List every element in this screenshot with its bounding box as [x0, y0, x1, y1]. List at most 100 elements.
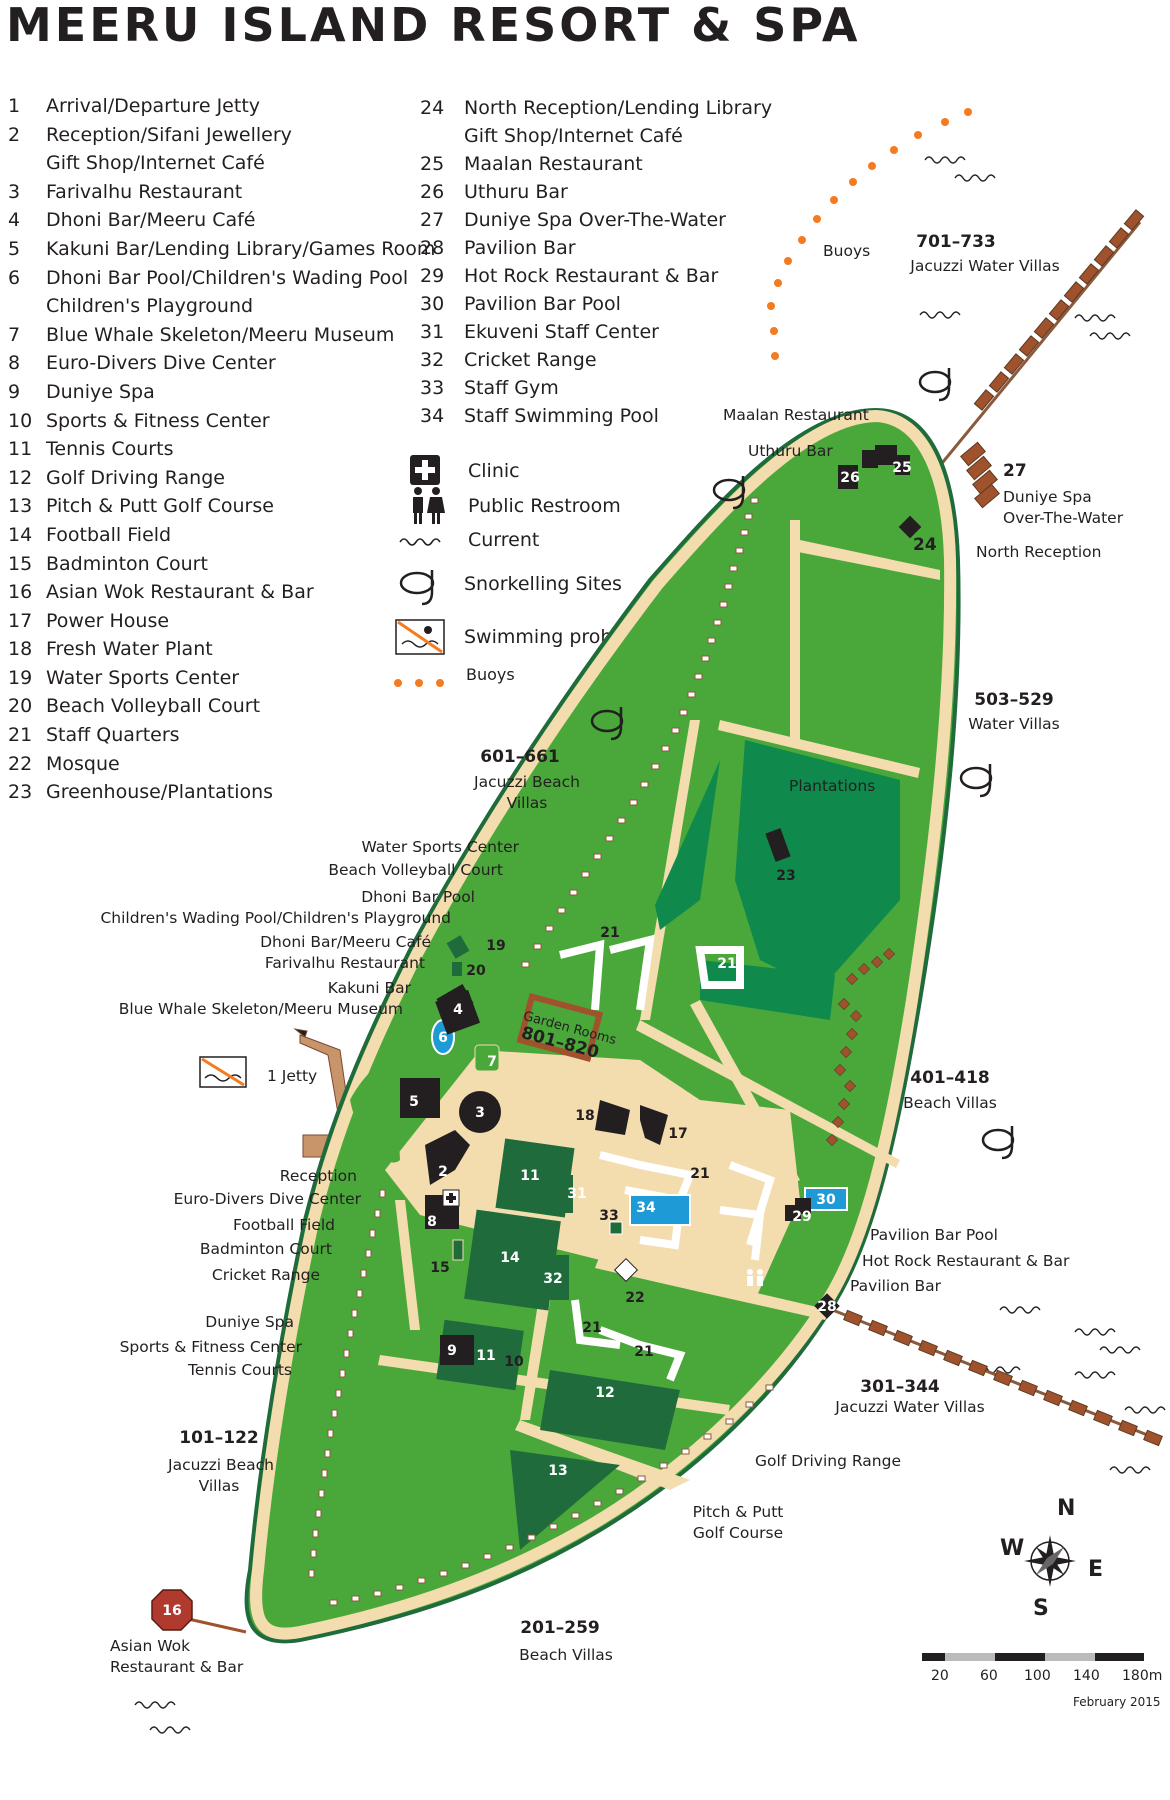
marker-3: 3 — [475, 1105, 485, 1121]
label-pitch-putt-1: Pitch & Putt — [692, 1503, 784, 1521]
legend-text: Hot Rock Restaurant & Bar — [464, 265, 719, 287]
legend-number: 25 — [420, 153, 445, 175]
legend-text: Asian Wok Restaurant & Bar — [46, 581, 314, 604]
label-buoys: Buoys — [823, 242, 871, 260]
scale-tick-4: 140 — [1073, 1668, 1100, 1684]
label-north-reception: North Reception — [976, 543, 1102, 561]
label-601-number: 601–661 — [480, 747, 560, 767]
legend-text: Pavilion Bar Pool — [464, 293, 621, 315]
legend-text: Pavilion Bar — [464, 237, 576, 259]
label-101-text-2: Villas — [198, 1477, 240, 1495]
legend-number: 14 — [8, 523, 33, 546]
label-beach-volleyball: Beach Volleyball Court — [328, 861, 503, 879]
marker-5: 5 — [409, 1094, 419, 1110]
label-601-text-1: Jacuzzi Beach — [474, 773, 580, 791]
legend-number: 7 — [8, 323, 21, 346]
label-701-text: Jacuzzi Water Villas — [910, 257, 1060, 275]
scale-tick-3: 100 — [1024, 1668, 1051, 1684]
legend-text: Beach Volleyball Court — [46, 695, 261, 718]
marker-21c: 21 — [690, 1166, 709, 1182]
legend-text: Dhoni Bar/Meeru Café — [46, 209, 256, 232]
legend-text: Staff Gym — [464, 377, 559, 399]
legend-item: 24 North Reception/Lending Library — [420, 94, 772, 122]
legend-number: 28 — [420, 237, 445, 259]
marker-25: 25 — [892, 460, 911, 476]
legend-number: 21 — [8, 724, 33, 747]
legend-number: 3 — [8, 180, 21, 203]
legend-text: Euro-Divers Dive Center — [46, 352, 276, 375]
label-dhoni-bar-pool: Dhoni Bar Pool — [361, 888, 475, 906]
label-503-text: Water Villas — [968, 715, 1060, 733]
legend-item: 28 Pavilion Bar — [420, 234, 772, 262]
legend-text: Children's Playground — [46, 295, 254, 318]
legend-item: Children's Playground — [8, 292, 435, 321]
marker-32: 32 — [543, 1271, 562, 1287]
marker-7: 7 — [487, 1054, 497, 1070]
label-701-number: 701–733 — [916, 232, 996, 252]
scale-bar — [922, 1653, 1144, 1661]
buoys-icon — [394, 679, 444, 687]
legend-text: Staff Swimming Pool — [464, 405, 659, 427]
marker-15: 15 — [430, 1260, 449, 1276]
label-pitch-putt-2: Golf Course — [692, 1524, 784, 1542]
marker-6: 6 — [438, 1030, 448, 1046]
marker-17: 17 — [668, 1126, 687, 1142]
map-restroom-icons — [747, 1269, 763, 1286]
key-buoys: Buoys — [466, 665, 515, 684]
label-503-number: 503–529 — [974, 690, 1054, 710]
current-icon — [399, 538, 441, 546]
label-maalan: Maalan Restaurant — [723, 406, 869, 424]
marker-16-shape — [151, 1589, 193, 1631]
legend-text: North Reception/Lending Library — [464, 97, 773, 119]
beach-villa-rows — [308, 497, 774, 1606]
marker-33: 33 — [599, 1208, 618, 1224]
pier-301 — [824, 1305, 1163, 1447]
label-asian-wok-1: Asian Wok — [110, 1637, 191, 1655]
legend-number: 18 — [8, 638, 33, 661]
marker-10: 10 — [504, 1354, 524, 1370]
marker-22: 22 — [625, 1290, 644, 1306]
marker-30: 30 — [816, 1192, 836, 1208]
marker-18: 18 — [575, 1108, 594, 1124]
legend-number: 13 — [8, 495, 33, 518]
pier-701 — [918, 209, 1145, 491]
compass-s: S — [1033, 1596, 1049, 1621]
label-201-number: 201–259 — [520, 1618, 600, 1638]
label-farivalhu: Farivalhu Restaurant — [264, 954, 425, 972]
label-water-sports: Water Sports Center — [361, 838, 519, 856]
key-clinic: Clinic — [468, 460, 520, 482]
map-title: MEERU ISLAND RESORT & SPA — [6, 0, 861, 52]
marker-16: 16 — [162, 1603, 181, 1619]
label-plantations: Plantations — [789, 777, 876, 795]
swimming-prohibited-icon — [395, 619, 445, 655]
marker-21b: 21 — [717, 956, 736, 972]
current-marks — [134, 156, 1166, 1734]
marker-23: 23 — [776, 868, 795, 884]
legend-number: 24 — [420, 97, 445, 119]
legend-number: 23 — [8, 781, 33, 804]
clinic-icon — [410, 455, 440, 485]
label-sports-fitness: Sports & Fitness Center — [119, 1338, 302, 1356]
label-childrens-pool: Children's Wading Pool/Children's Playgr… — [100, 909, 451, 927]
label-euro-divers: Euro-Divers Dive Center — [173, 1190, 361, 1208]
marker-11a: 11 — [520, 1168, 539, 1184]
marker-31: 31 — [567, 1186, 586, 1202]
label-101-text-1: Jacuzzi Beach — [168, 1456, 274, 1474]
marker-13: 13 — [548, 1463, 567, 1479]
legend-number: 26 — [420, 181, 445, 203]
label-hot-rock: Hot Rock Restaurant & Bar — [862, 1252, 1070, 1270]
